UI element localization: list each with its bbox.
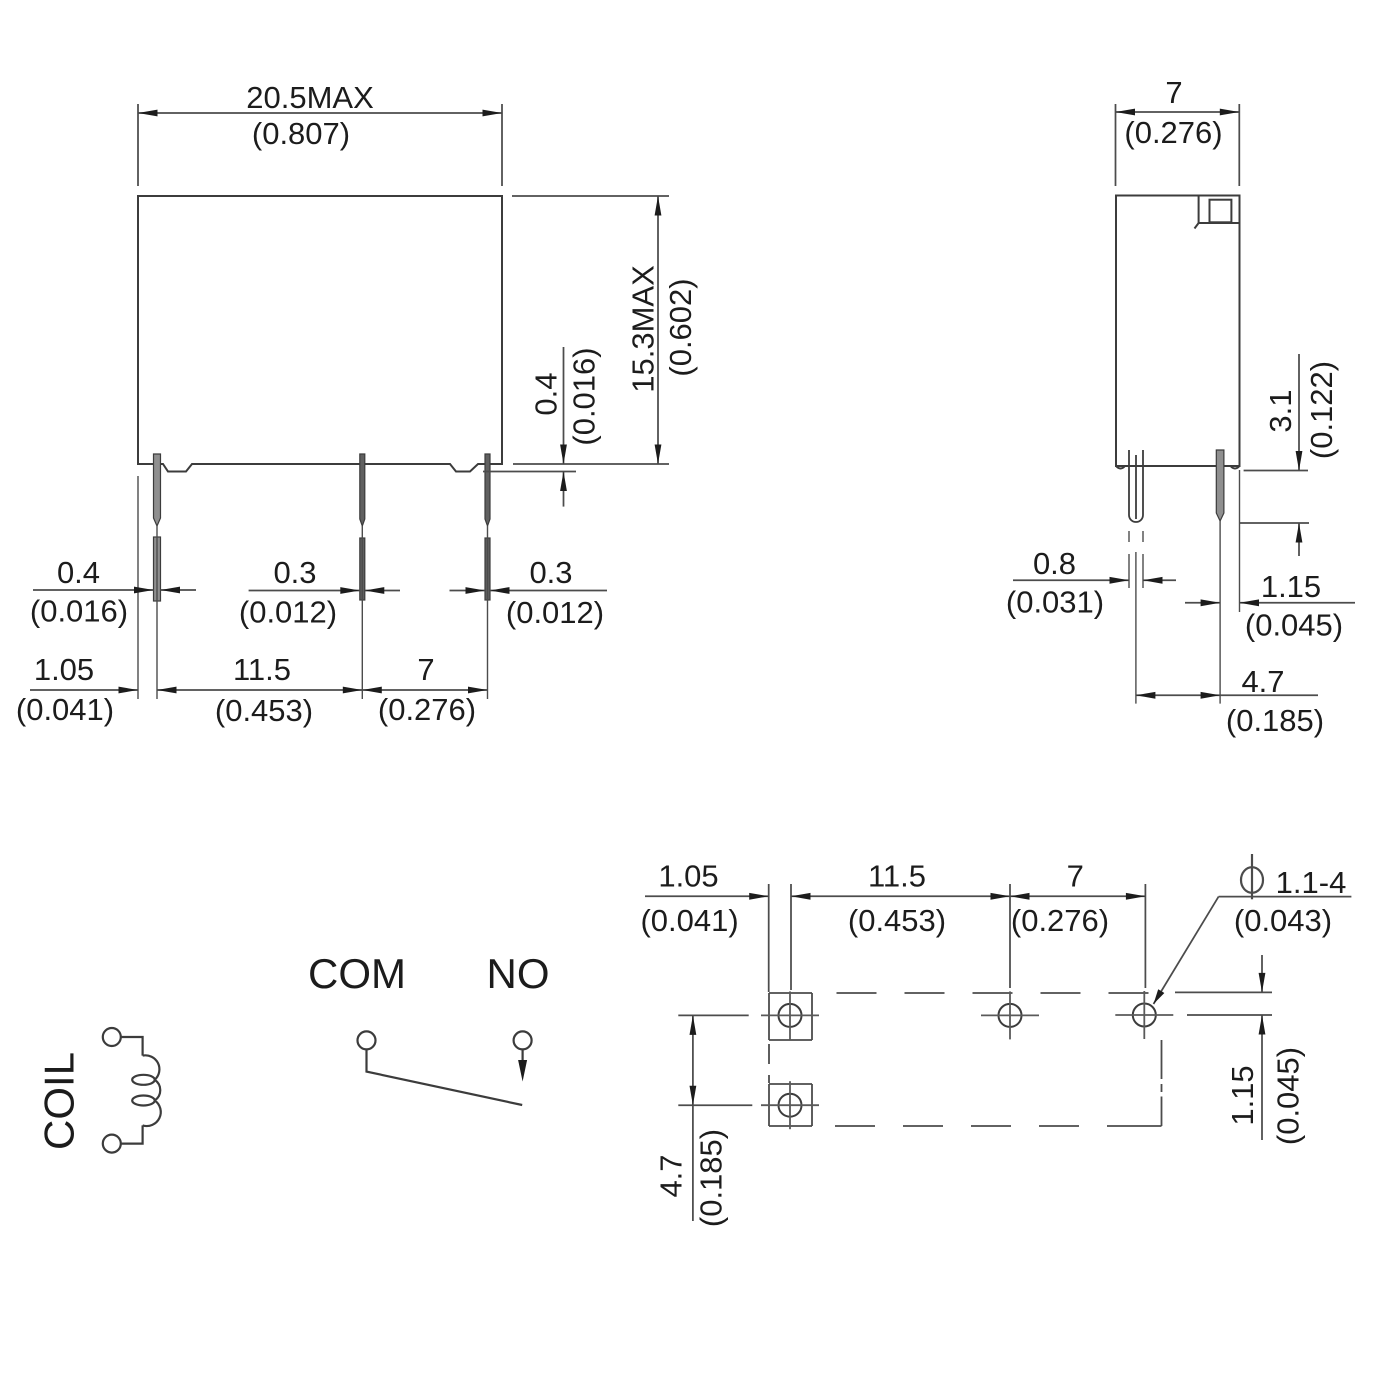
svg-text:1.15: 1.15 [1225, 1065, 1260, 1125]
svg-text:0.3: 0.3 [273, 555, 316, 590]
svg-text:7: 7 [417, 652, 434, 687]
svg-text:(0.185): (0.185) [694, 1129, 729, 1227]
svg-text:4.7: 4.7 [1241, 664, 1284, 699]
svg-text:(0.016): (0.016) [567, 347, 602, 445]
svg-text:0.4: 0.4 [529, 372, 564, 415]
svg-text:(0.045): (0.045) [1245, 608, 1343, 643]
svg-text:(0.453): (0.453) [215, 693, 313, 728]
svg-text:(0.276): (0.276) [1011, 903, 1109, 938]
svg-text:(0.012): (0.012) [506, 595, 604, 630]
svg-text:1.05: 1.05 [34, 652, 94, 687]
svg-text:0.3: 0.3 [529, 555, 572, 590]
svg-text:NO: NO [487, 950, 550, 997]
svg-text:1.15: 1.15 [1261, 569, 1321, 604]
svg-text:3.1: 3.1 [1263, 389, 1298, 432]
svg-text:(0.041): (0.041) [16, 692, 114, 727]
svg-text:(0.122): (0.122) [1304, 361, 1339, 459]
svg-text:20.5MAX: 20.5MAX [246, 80, 374, 115]
svg-text:(0.016): (0.016) [30, 594, 128, 629]
svg-text:(0.276): (0.276) [378, 692, 476, 727]
svg-text:1.1-4: 1.1-4 [1276, 865, 1347, 900]
svg-text:4.7: 4.7 [653, 1154, 688, 1197]
svg-text:11.5: 11.5 [233, 652, 291, 687]
svg-text:7: 7 [1067, 859, 1084, 894]
svg-text:COM: COM [308, 950, 406, 997]
svg-text:COIL: COIL [36, 1052, 83, 1150]
svg-text:(0.041): (0.041) [640, 903, 738, 938]
svg-text:(0.807): (0.807) [252, 116, 350, 151]
svg-text:(0.185): (0.185) [1226, 703, 1324, 738]
svg-text:0.8: 0.8 [1033, 546, 1076, 581]
svg-text:0.4: 0.4 [57, 555, 100, 590]
svg-text:(0.045): (0.045) [1271, 1047, 1306, 1145]
svg-text:11.5: 11.5 [868, 859, 926, 894]
svg-text:(0.453): (0.453) [848, 903, 946, 938]
svg-text:(0.043): (0.043) [1234, 903, 1332, 938]
svg-text:15.3MAX: 15.3MAX [626, 265, 661, 393]
svg-text:7: 7 [1165, 75, 1182, 110]
svg-text:1.05: 1.05 [658, 859, 718, 894]
svg-text:(0.602): (0.602) [663, 278, 698, 376]
svg-text:(0.012): (0.012) [239, 595, 337, 630]
svg-text:(0.276): (0.276) [1124, 115, 1222, 150]
svg-text:(0.031): (0.031) [1006, 585, 1104, 620]
